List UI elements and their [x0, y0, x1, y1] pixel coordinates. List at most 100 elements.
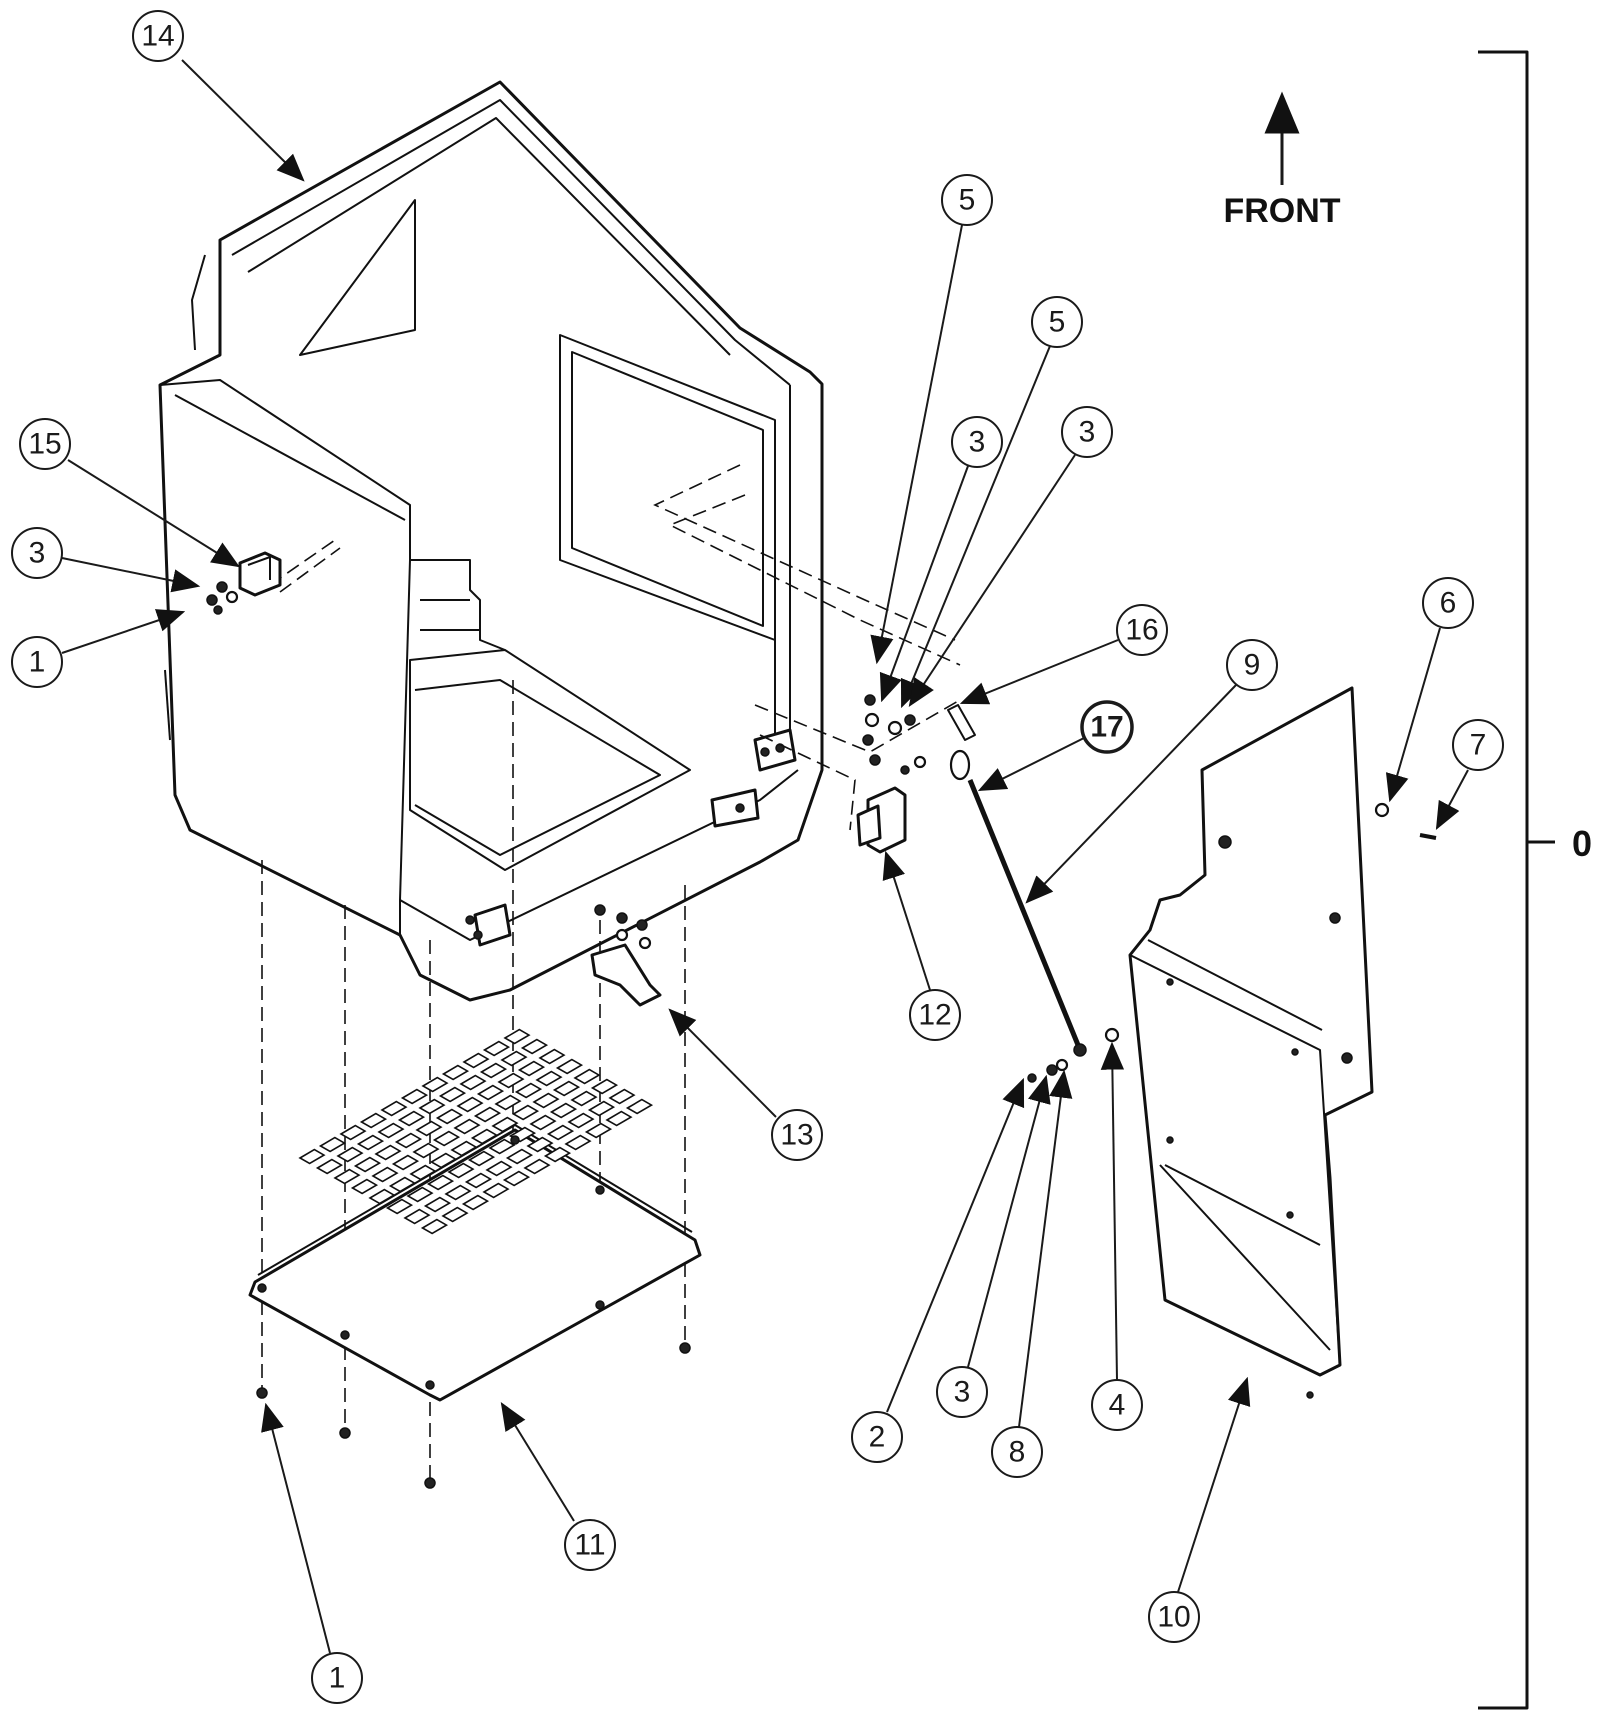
grille-slot	[482, 1182, 510, 1199]
callout-bubble	[19, 418, 71, 470]
callout-number: 10	[1157, 1601, 1190, 1634]
callout-number: 11	[574, 1529, 605, 1562]
callout-number: 7	[1470, 729, 1487, 762]
callout-c10: 10	[1148, 1591, 1200, 1643]
leader-line-c5b	[900, 345, 1051, 709]
callout-bubble	[851, 1411, 903, 1463]
grille-slot	[546, 1124, 575, 1141]
grille-slot	[350, 1178, 379, 1195]
grille-slot	[529, 1114, 557, 1131]
grille-slot	[485, 1160, 513, 1177]
grille-slot	[584, 1122, 613, 1139]
grille-slot	[526, 1136, 554, 1153]
callout-number: 16	[1125, 614, 1158, 647]
grille-slot	[444, 1184, 472, 1201]
grille-slot	[459, 1074, 487, 1091]
callout-c3a: 3	[11, 527, 63, 579]
grille-slot	[479, 1062, 508, 1079]
left-bracket	[206, 551, 282, 615]
callout-bubble	[1031, 296, 1083, 348]
grille-slot	[406, 1186, 434, 1203]
callout-c15: 15	[19, 418, 71, 470]
grille-slot	[505, 1148, 534, 1165]
callout-number: 3	[954, 1376, 971, 1409]
leader-lines	[61, 59, 1469, 1654]
callout-bubble	[11, 636, 63, 688]
grille-slots	[298, 1028, 654, 1235]
callout-number: 1	[329, 1662, 346, 1695]
grille-slot	[605, 1110, 633, 1127]
grille-slot	[494, 1094, 522, 1111]
leader-line-c17	[977, 737, 1085, 792]
lower-bracket	[590, 904, 662, 1007]
grille-slot	[555, 1058, 584, 1075]
leader-line-c11	[500, 1402, 575, 1522]
leader-line-c3a	[61, 557, 201, 593]
grille-slot	[517, 1060, 546, 1077]
callout-number: 8	[1009, 1436, 1026, 1469]
grille-slot	[380, 1100, 408, 1117]
grille-slot	[418, 1098, 446, 1115]
callout-c11: 11	[564, 1519, 616, 1571]
callout-c7: 7	[1452, 719, 1504, 771]
leader-line-c3c	[908, 454, 1076, 707]
callout-c3b: 3	[951, 416, 1003, 468]
grille-slot	[456, 1096, 484, 1113]
callout-bubble	[311, 1652, 363, 1704]
leader-line-c5a	[870, 224, 963, 665]
callout-c17: 17	[1080, 700, 1134, 754]
grille-slot	[336, 1146, 364, 1163]
grille-slot	[488, 1138, 516, 1155]
callout-bubble	[1422, 577, 1474, 629]
callout-c5a: 5	[941, 174, 993, 226]
leader-line-c12	[882, 850, 931, 991]
grille-slot	[549, 1102, 578, 1119]
callout-bubble	[1148, 1591, 1200, 1643]
assembly-bracket: 0	[1478, 50, 1592, 1710]
grille-plate	[248, 1028, 702, 1402]
callout-c13: 13	[771, 1109, 823, 1161]
grille-slot	[482, 1040, 511, 1057]
leader-line-c1a	[61, 609, 186, 654]
leader-line-c1b	[261, 1402, 331, 1654]
grille-slot	[573, 1068, 601, 1085]
callout-bubble	[909, 989, 961, 1041]
callout-bubble	[941, 174, 993, 226]
leader-line-c9	[1025, 684, 1237, 904]
grille-slot	[409, 1164, 437, 1181]
callout-c9: 9	[1226, 639, 1278, 691]
callout-bubble	[771, 1109, 823, 1161]
callout-bubble	[1452, 719, 1504, 771]
callout-c16: 16	[1116, 604, 1168, 656]
grille-slot	[500, 1050, 528, 1067]
callout-number: 3	[29, 537, 46, 570]
callout-number: 13	[780, 1119, 813, 1152]
grille-slot	[400, 1088, 429, 1105]
grille-slot	[333, 1168, 361, 1185]
leader-line-c8	[1018, 1069, 1073, 1428]
enclosure-housing	[158, 80, 824, 1002]
callout-c1a: 1	[11, 636, 63, 688]
grille-slot	[523, 1158, 551, 1175]
callout-c12: 12	[909, 989, 961, 1041]
callout-bubble	[11, 527, 63, 579]
door-panel	[1128, 686, 1437, 1399]
support-rod	[947, 704, 1120, 1083]
front-orientation-indicator: FRONT	[1223, 91, 1341, 230]
callout-bubble	[1226, 639, 1278, 691]
callout-bubble	[1116, 604, 1168, 656]
grille-slot	[397, 1110, 426, 1127]
grille-slot	[567, 1112, 595, 1129]
callout-number: 5	[1049, 306, 1066, 339]
grille-slot	[429, 1152, 458, 1169]
callout-bubble	[951, 416, 1003, 468]
grille-slot	[374, 1144, 402, 1161]
grille-slot	[511, 1104, 540, 1121]
grille-slot	[432, 1130, 461, 1147]
grille-slot	[435, 1108, 464, 1125]
callout-number: 2	[869, 1421, 886, 1454]
assembly-label: 0	[1572, 823, 1592, 864]
callout-number: 6	[1440, 587, 1457, 620]
callout-bubble	[1061, 406, 1113, 458]
